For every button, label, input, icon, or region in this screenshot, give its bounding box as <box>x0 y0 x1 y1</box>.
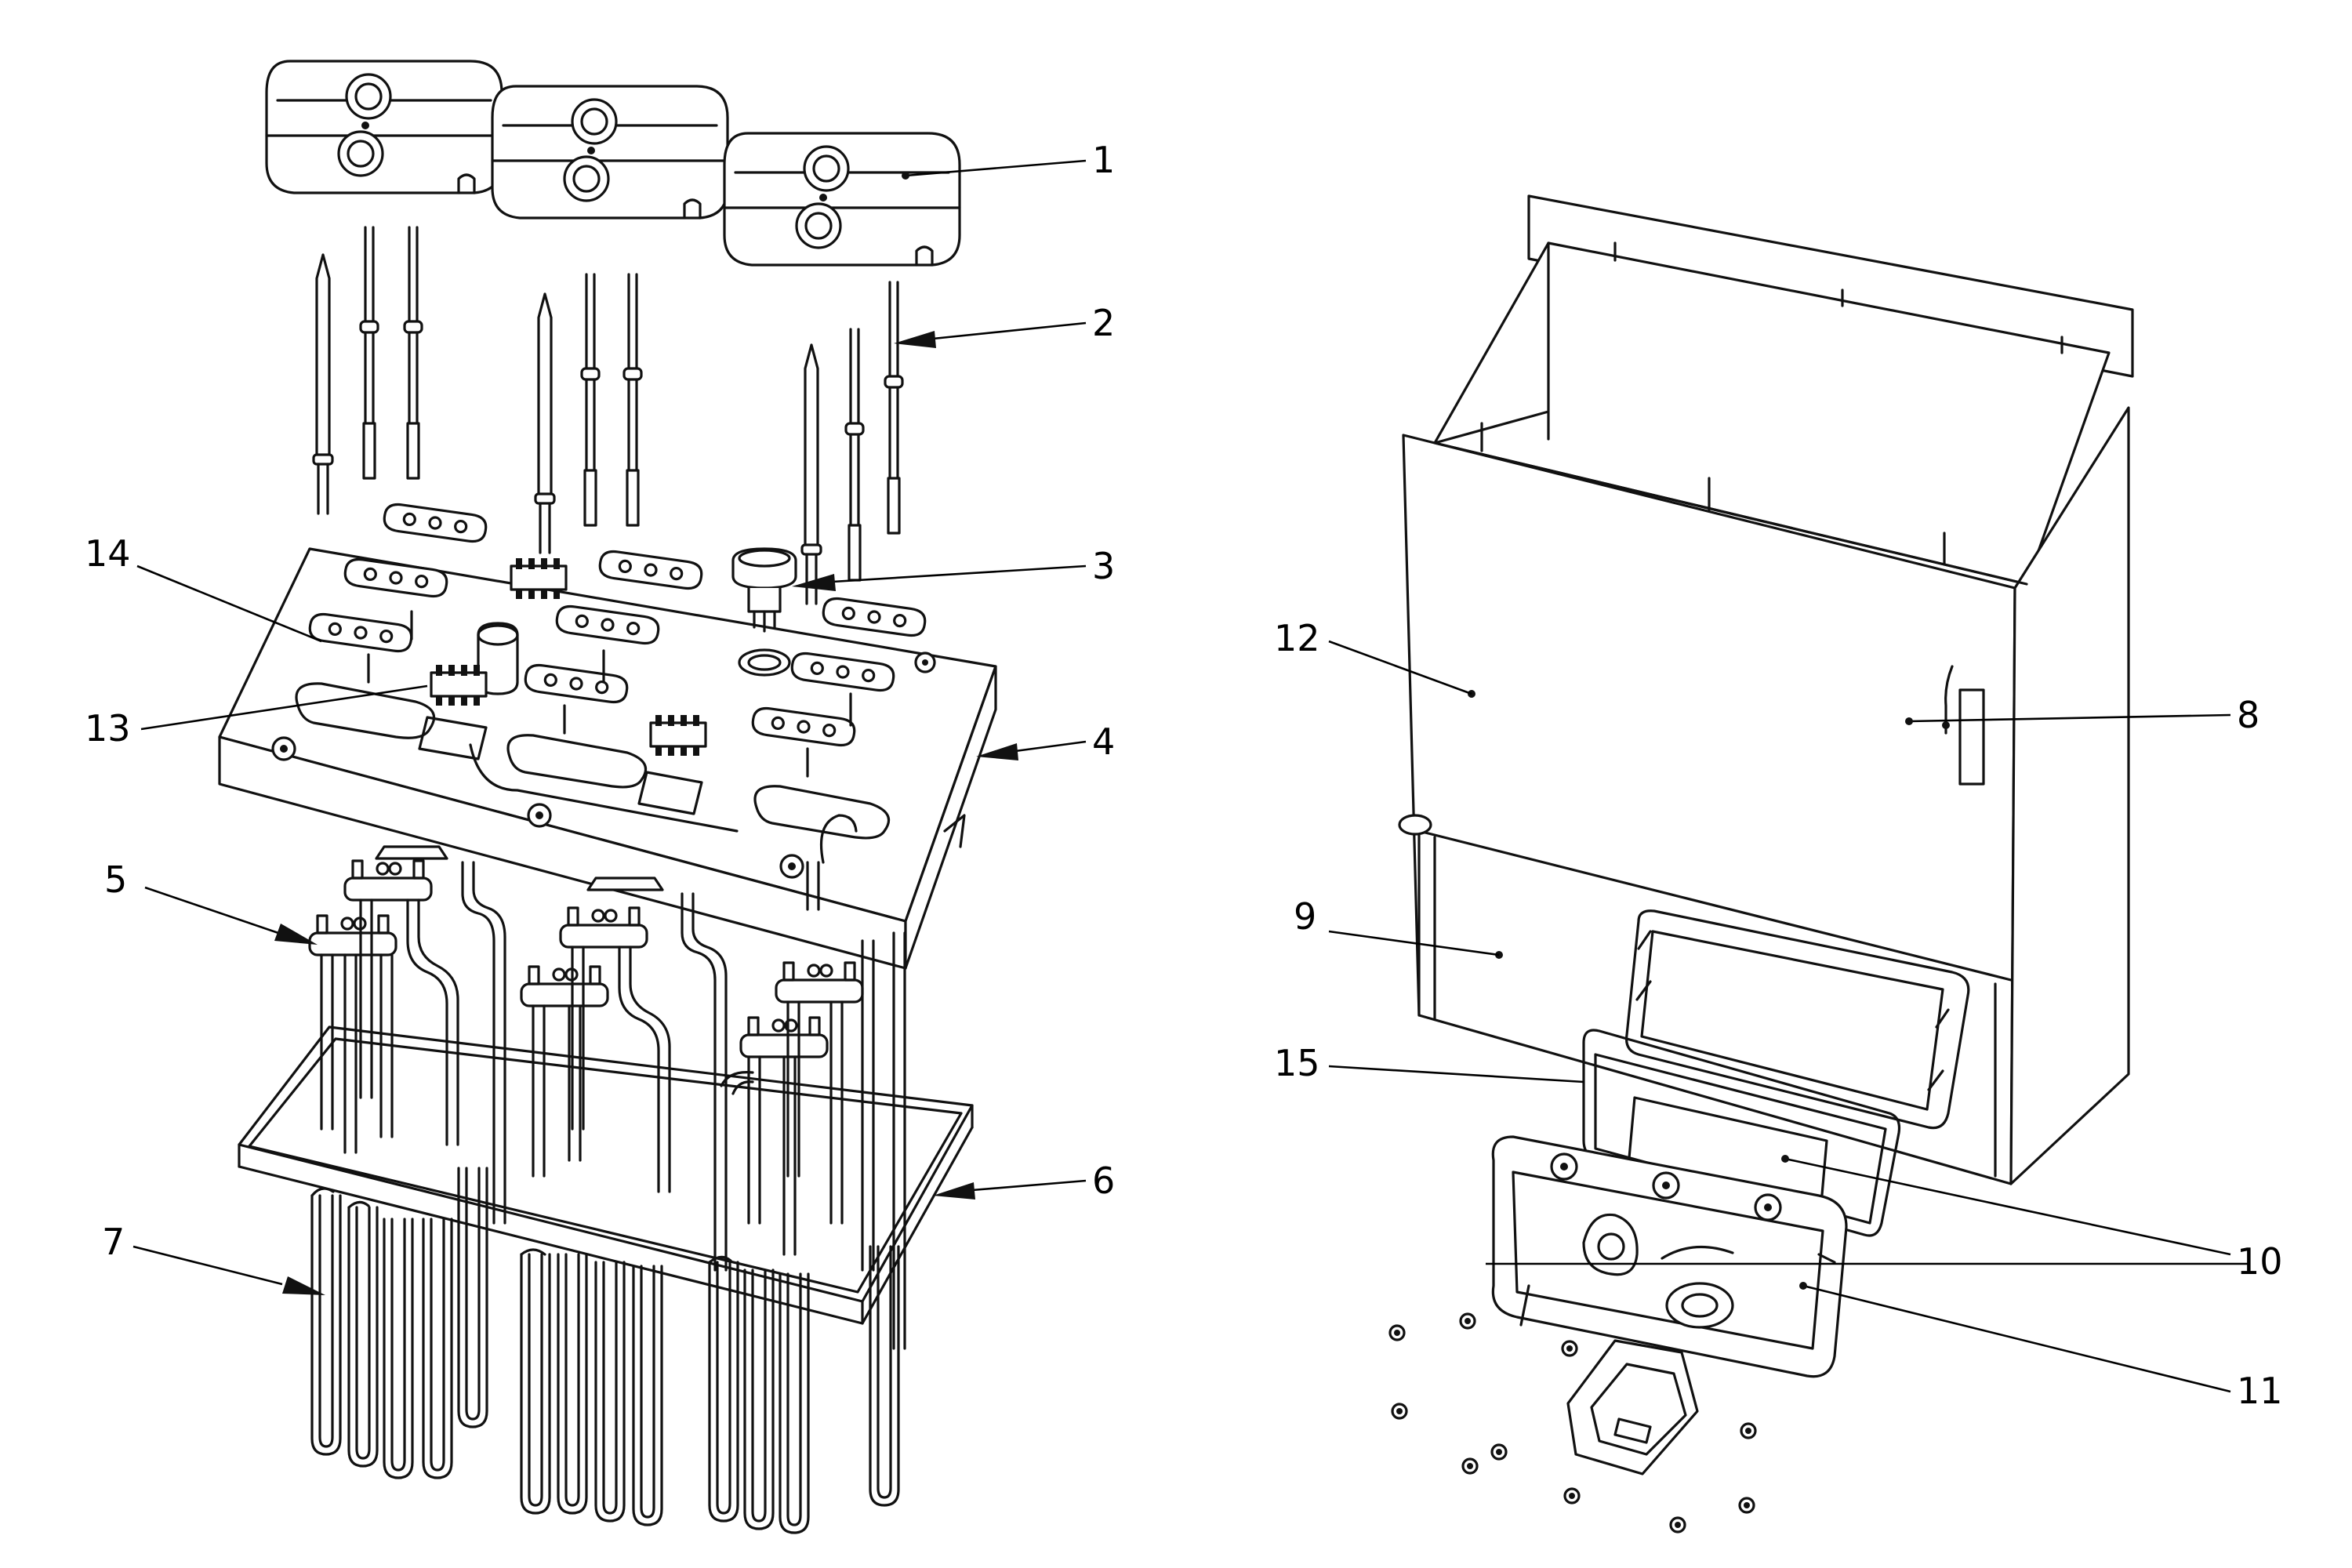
heating-elements <box>310 1167 900 1534</box>
sensor-probes <box>312 226 904 605</box>
callout-6: 6 <box>1092 1160 1115 1202</box>
thermostat <box>731 547 797 633</box>
bolts <box>367 610 852 778</box>
callout-10: 10 <box>2237 1240 2283 1283</box>
callout-14: 14 <box>85 532 131 575</box>
hatch-cover <box>1491 1135 1848 1475</box>
callout-9: 9 <box>1294 895 1316 938</box>
housing-box <box>1398 194 2134 1185</box>
callouts: 1 2 3 4 5 6 7 8 9 10 11 12 13 14 15 <box>85 139 2283 1412</box>
callout-7: 7 <box>102 1221 125 1263</box>
support-frame <box>238 1025 974 1325</box>
base-plate <box>218 501 997 970</box>
terminal-cover-left <box>265 60 503 194</box>
callout-8: 8 <box>2237 694 2259 736</box>
leader-lines <box>132 159 2249 1393</box>
callout-11: 11 <box>2237 1370 2283 1412</box>
service-hatch <box>1624 909 1970 1130</box>
callout-4: 4 <box>1092 720 1115 763</box>
terminal-cover-middle <box>491 85 729 220</box>
callout-15: 15 <box>1274 1042 1320 1084</box>
callout-3: 3 <box>1092 545 1115 587</box>
terminal-cover-right <box>723 132 961 267</box>
callout-1: 1 <box>1092 139 1115 181</box>
callout-5: 5 <box>104 858 127 901</box>
element-tubes <box>320 861 906 1350</box>
element-flanges <box>308 845 864 1058</box>
callout-13: 13 <box>85 707 131 750</box>
callout-12: 12 <box>1274 617 1320 659</box>
callout-2: 2 <box>1092 302 1115 344</box>
